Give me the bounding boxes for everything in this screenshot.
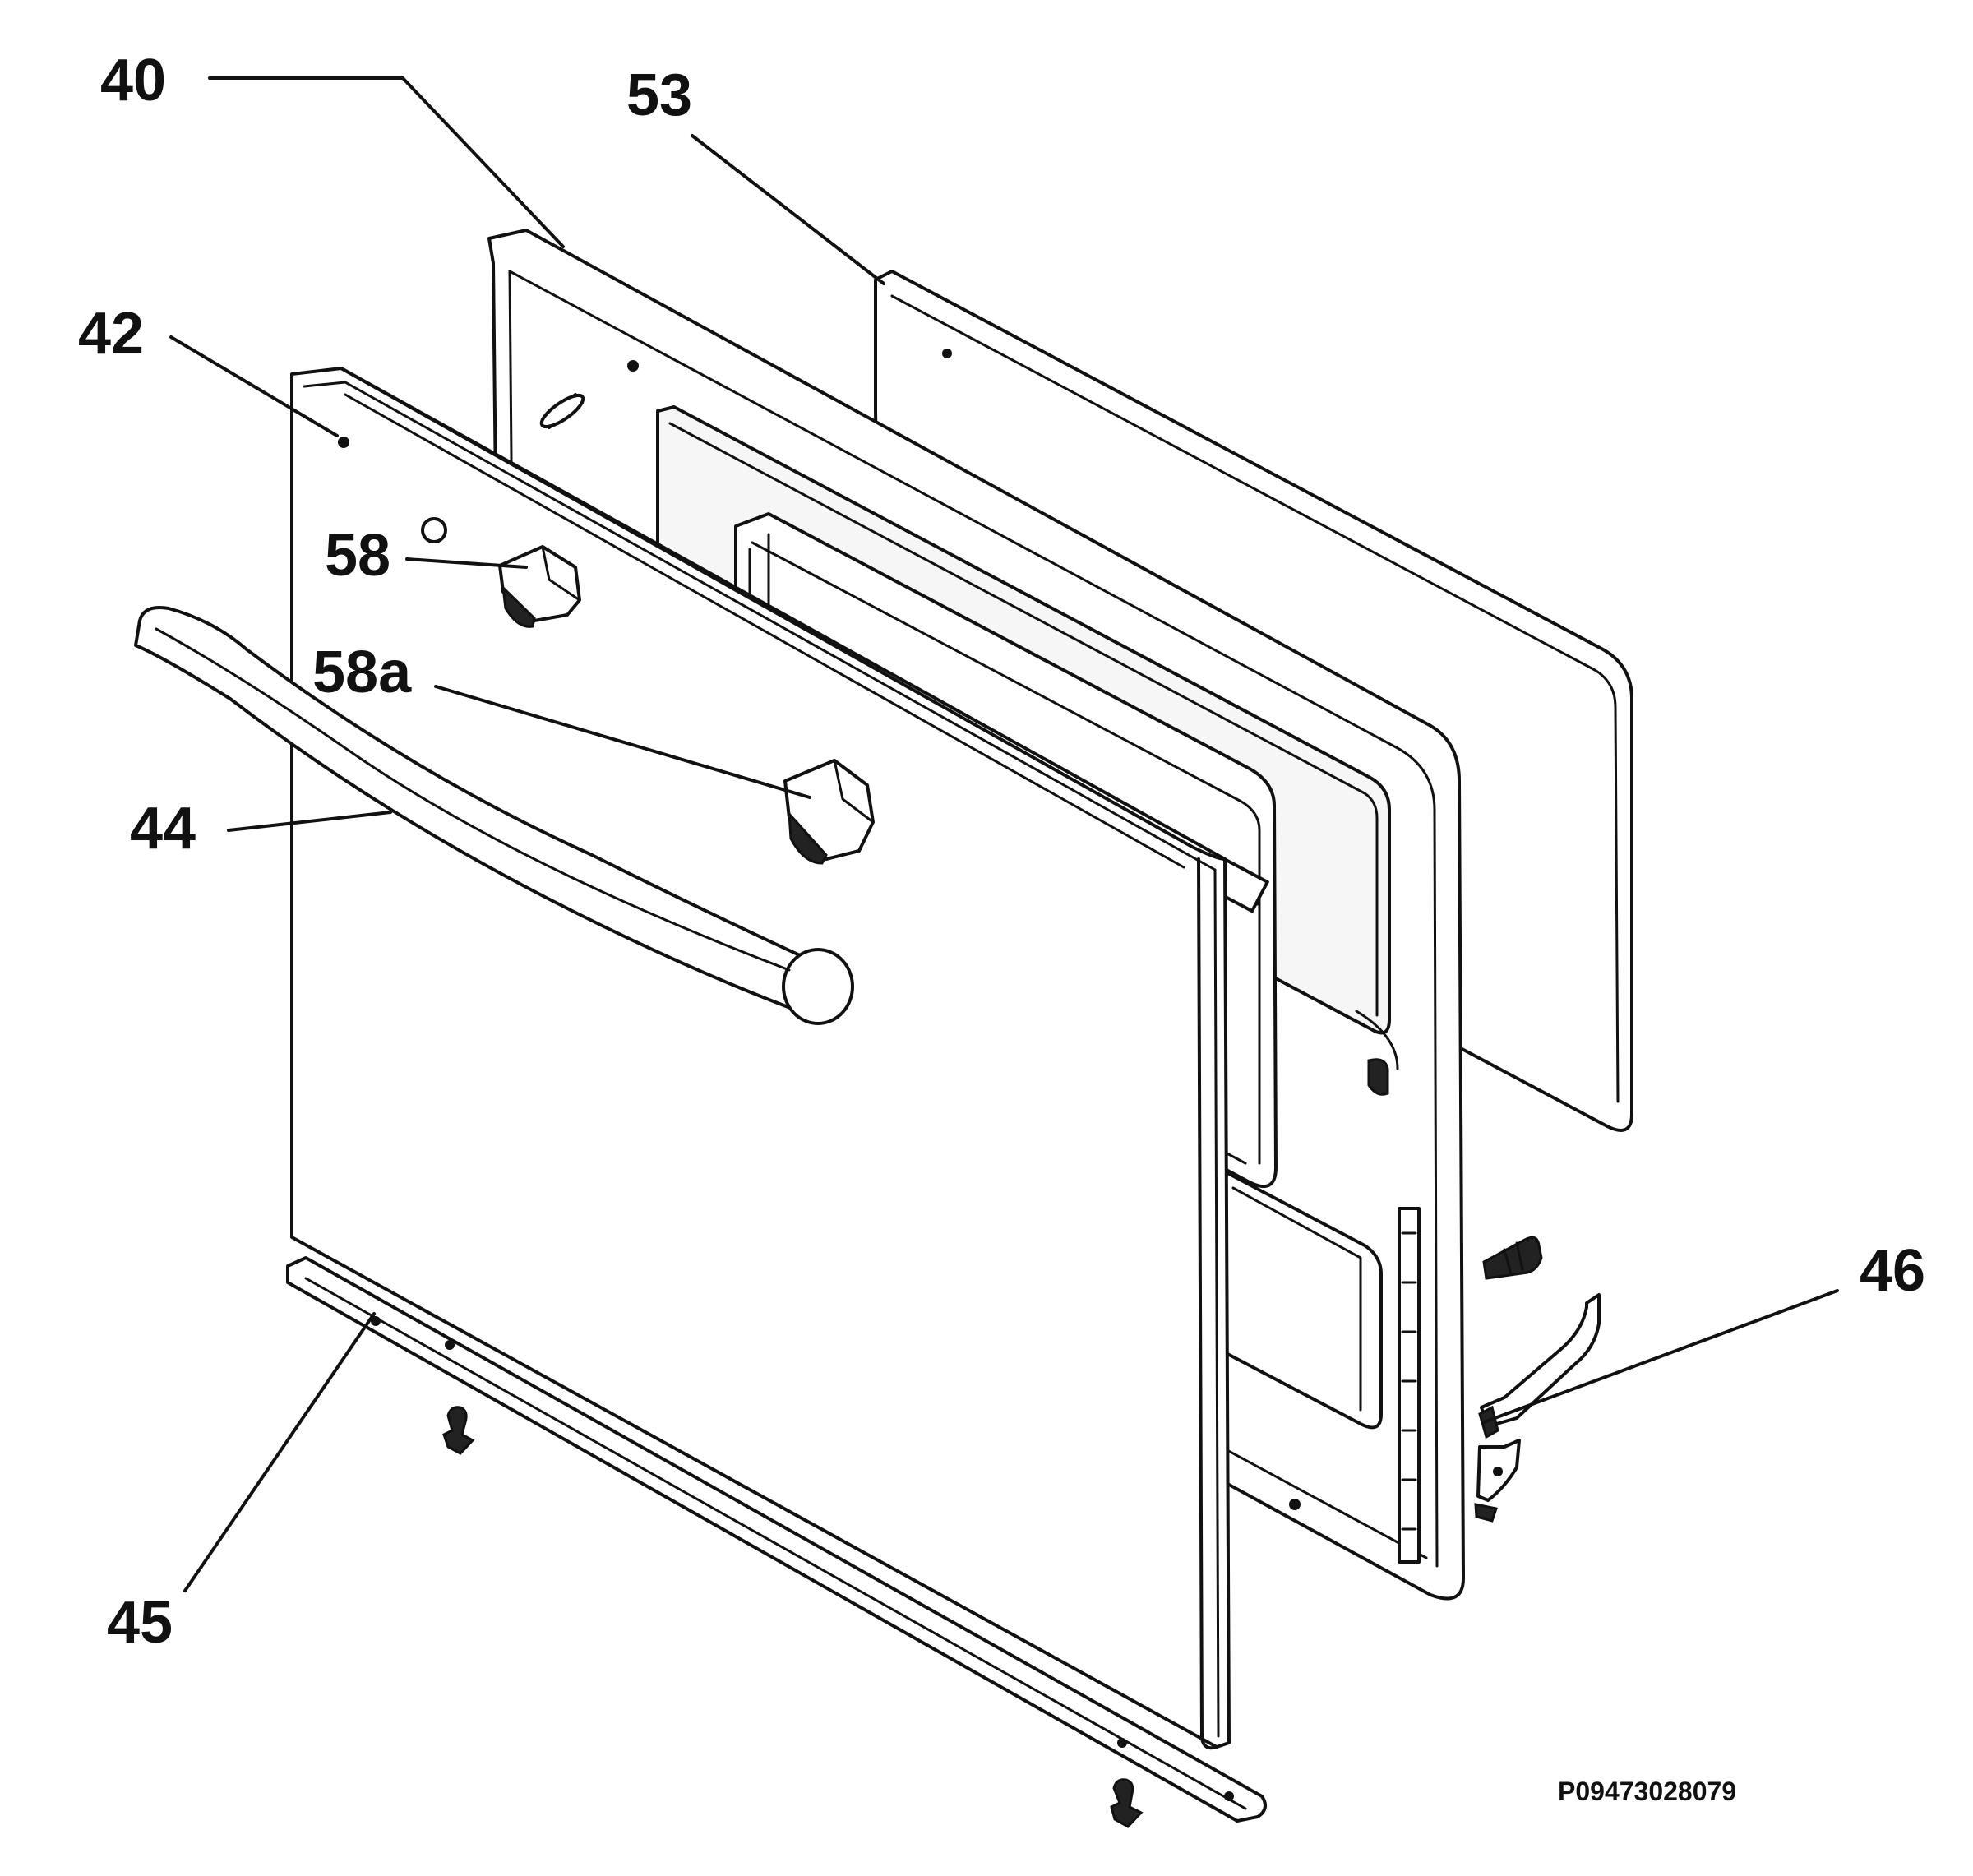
callout-44: 44 <box>130 796 196 862</box>
callout-40: 40 <box>100 48 166 113</box>
leader-lines <box>169 76 1839 1592</box>
leader-46 <box>1482 1289 1839 1424</box>
drawing-code: P09473028079 <box>1558 1777 1736 1806</box>
leader-44 <box>227 811 392 832</box>
callout-58a: 58a <box>312 640 412 705</box>
screw-bottom <box>1110 1778 1144 1828</box>
bottom-trim-strip <box>286 1256 1267 1823</box>
leader-42 <box>169 335 339 437</box>
leader-40 <box>208 76 565 248</box>
leader-53 <box>691 134 885 285</box>
leader-58 <box>405 557 528 569</box>
handle-bracket-right <box>783 759 875 865</box>
callout-46: 46 <box>1860 1238 1925 1304</box>
callout-45: 45 <box>107 1590 173 1656</box>
callout-42: 42 <box>78 301 144 367</box>
hinge <box>1474 1236 1601 1523</box>
door-handle <box>134 606 854 1025</box>
leader-45 <box>183 1312 376 1592</box>
screw-left <box>442 1406 475 1455</box>
callout-53: 53 <box>626 62 692 128</box>
leader-58a <box>434 685 811 799</box>
callout-58: 58 <box>325 523 390 589</box>
